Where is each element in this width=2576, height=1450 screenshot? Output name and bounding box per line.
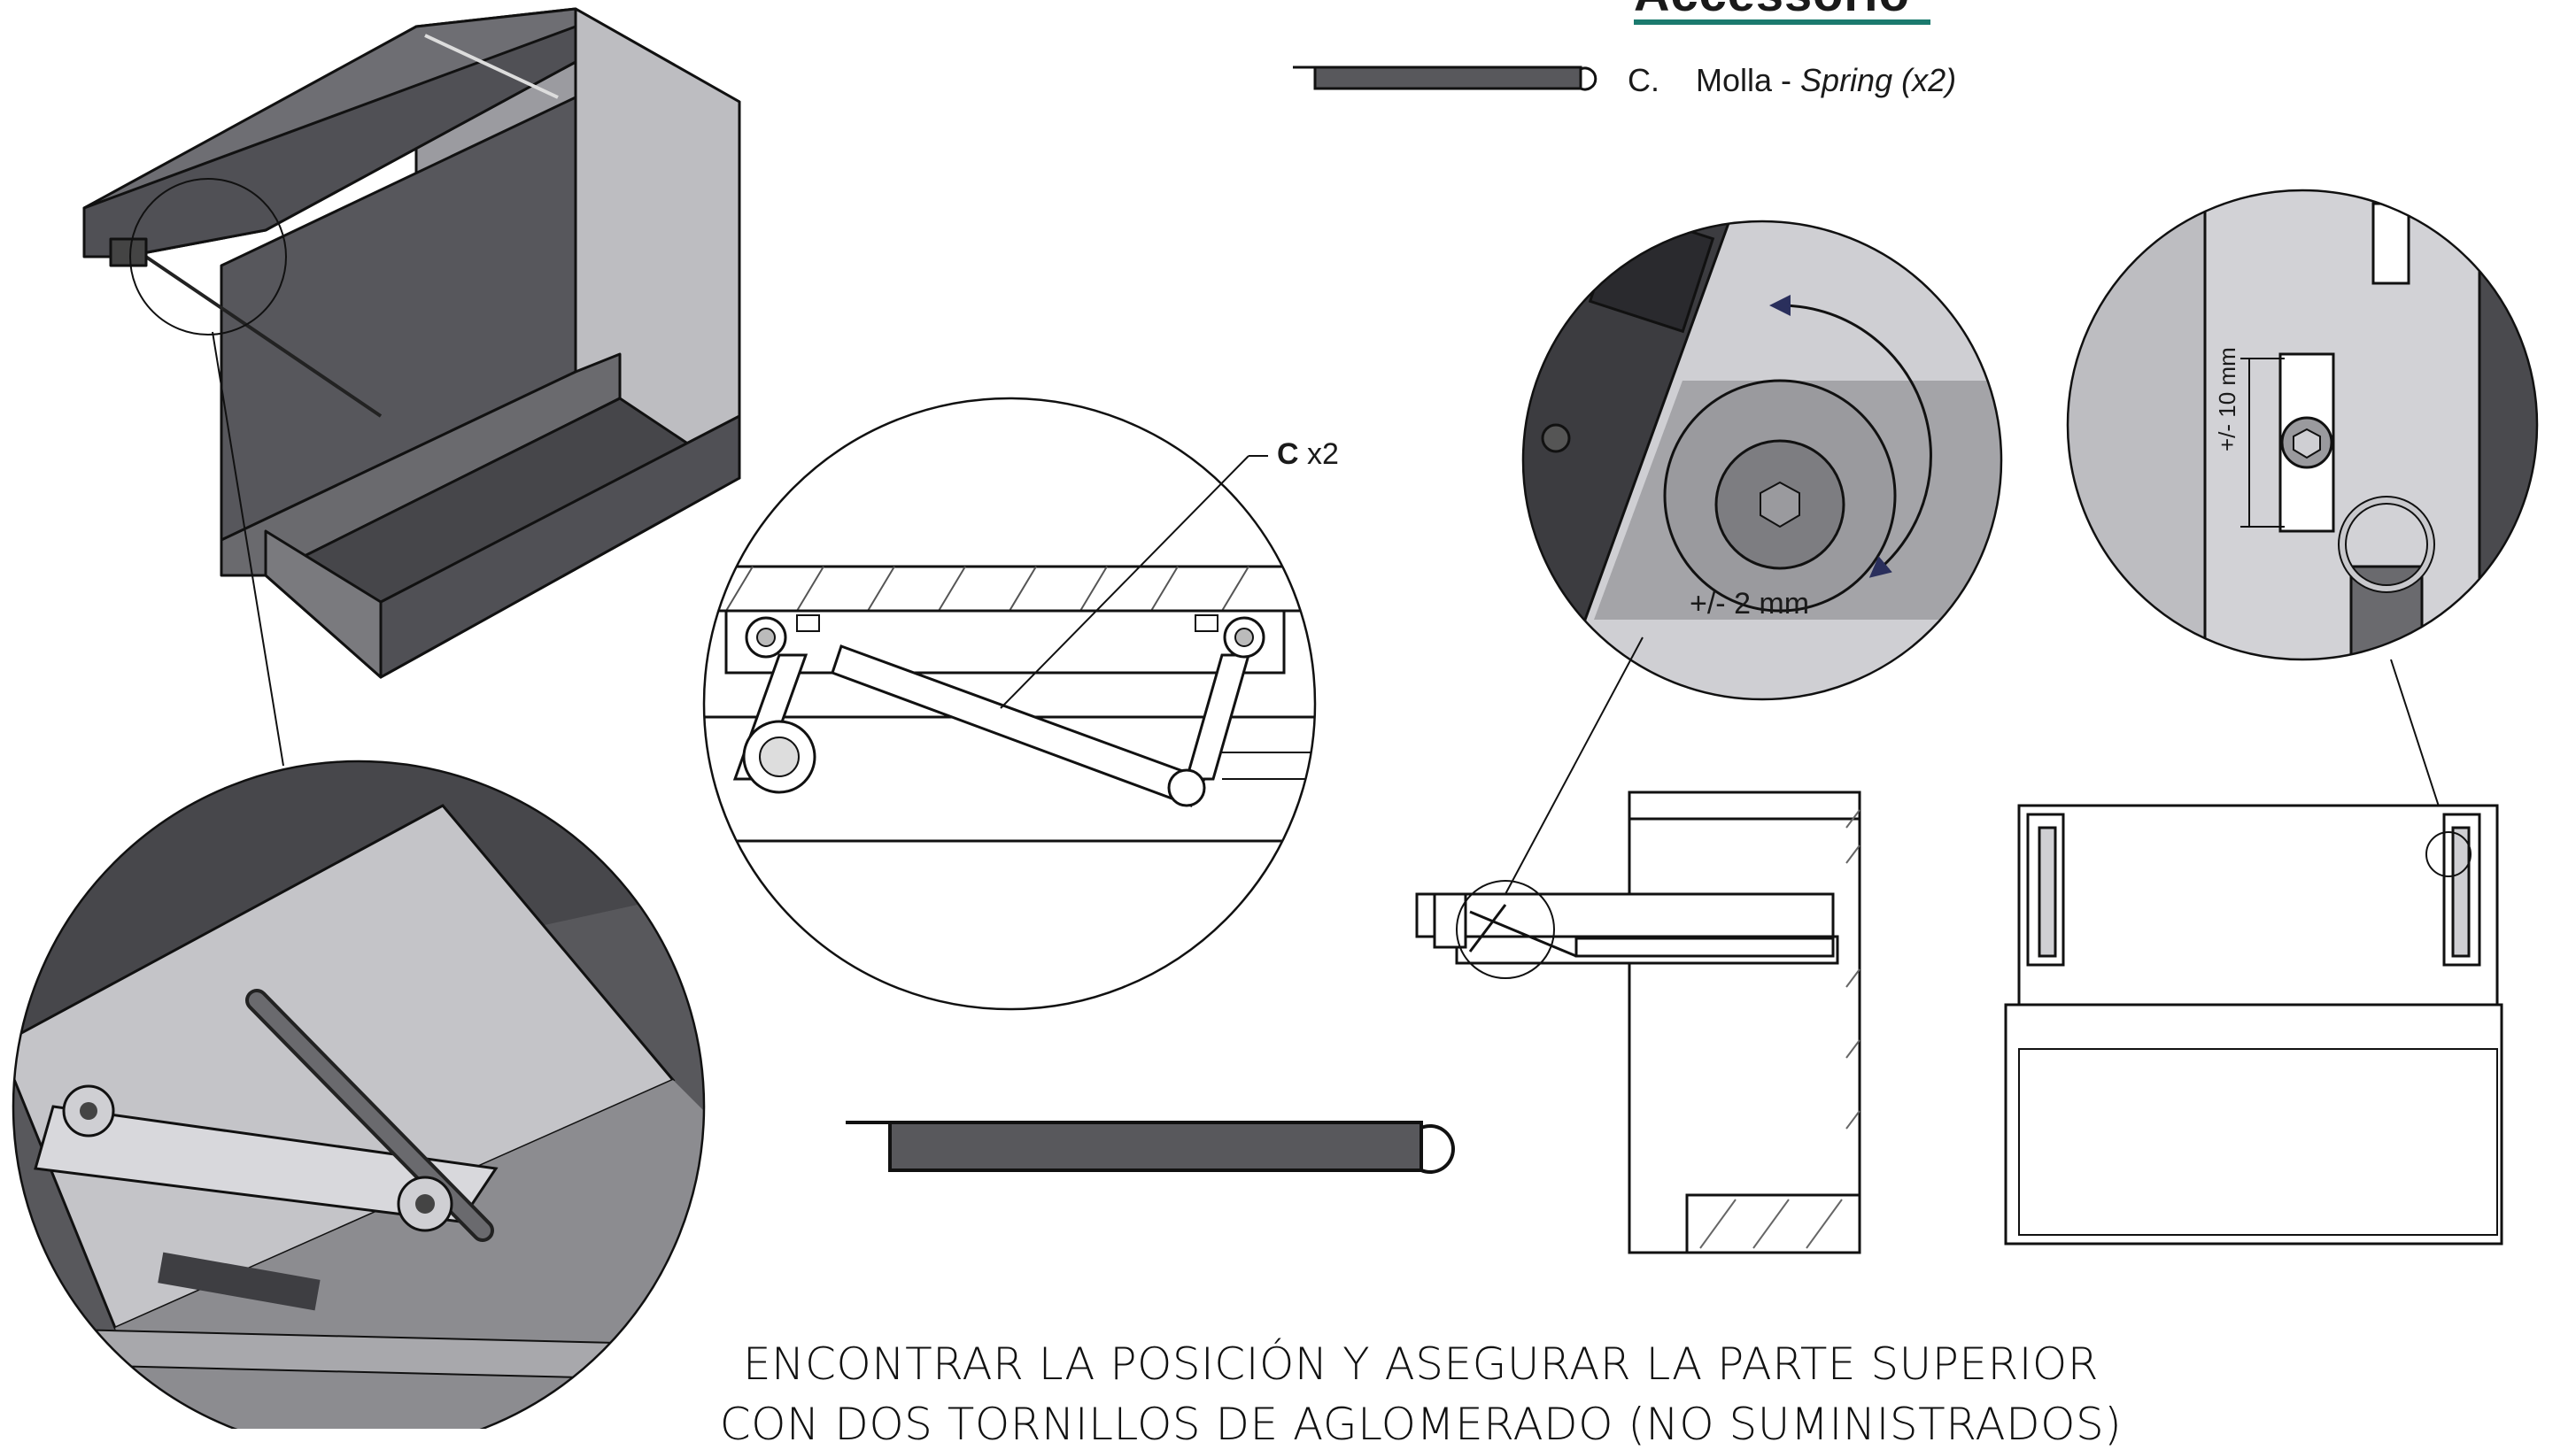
spring-icon-large xyxy=(846,1121,1455,1174)
instruction-line-2: CON DOS TORNILLOS DE AGLOMERADO (NO SUMI… xyxy=(719,1399,2123,1450)
front-view xyxy=(2004,804,2503,1246)
accessory-name-it: Molla - xyxy=(1696,62,1801,98)
accessory-code: C. xyxy=(1628,62,1659,98)
cabinet-isometric xyxy=(82,7,741,679)
leader-line xyxy=(212,331,284,767)
zoom-circle-hinge-detail xyxy=(702,397,1317,1011)
accessory-heading: Accessorio xyxy=(1634,0,1910,22)
detail-callout-circle-top xyxy=(129,178,287,336)
accessory-name: Molla - Spring (x2) xyxy=(1696,62,1956,99)
zoom-circle-mechanism xyxy=(12,760,706,1429)
part-callout: C x2 xyxy=(1277,437,1339,472)
accessory-name-en: Spring (x2) xyxy=(1800,62,1957,98)
instruction-line-1: ENCONTRAR LA POSICIÓN Y ASEGURAR LA PART… xyxy=(742,1338,2100,1390)
height-adjust-label: +/- 10 mm xyxy=(2214,347,2240,451)
section-view-side xyxy=(1415,791,1861,1254)
heading-underline xyxy=(1634,19,1930,25)
rotation-adjust-label: +/- 2 mm xyxy=(1690,587,1810,621)
zoom-circle-height-adjust xyxy=(2066,189,2539,851)
zoom-circle-rotation-adjust xyxy=(1505,220,2003,895)
callout-letter: C xyxy=(1277,437,1299,471)
spring-icon-small xyxy=(1293,66,1597,91)
callout-qty: x2 xyxy=(1307,437,1339,471)
